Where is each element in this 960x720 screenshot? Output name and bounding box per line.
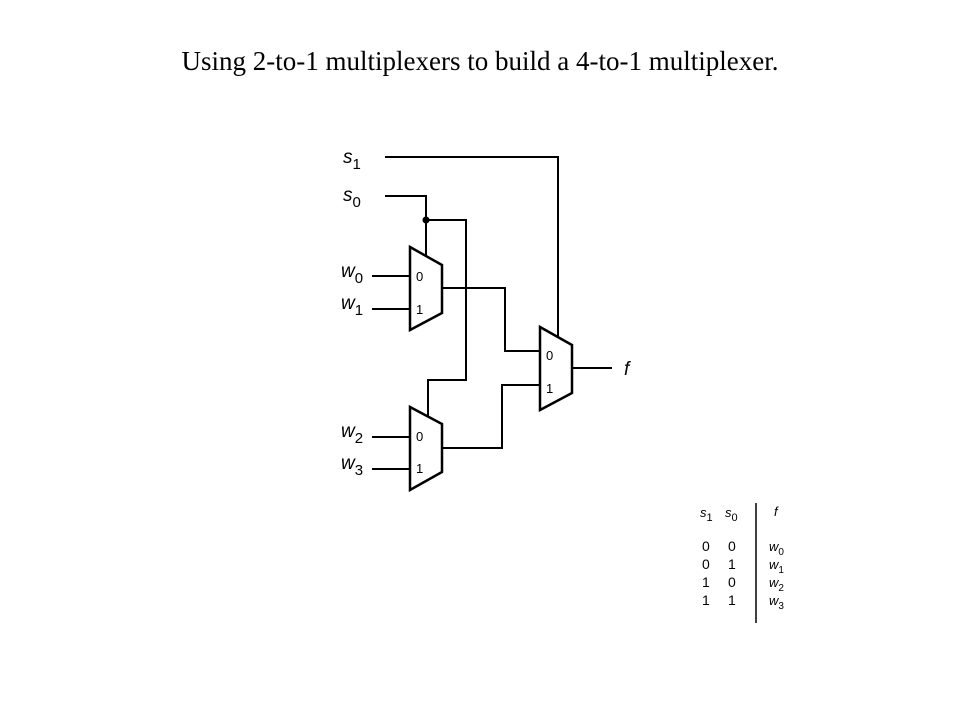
mux-upper-label-0: 0: [416, 269, 423, 284]
label-w1: w1: [341, 293, 363, 319]
wires: [372, 156, 612, 470]
truth-table-rows: 0 0 w0 0 1 w1 1 0 w2 1 1 w3: [702, 538, 784, 612]
mux-upper: 0 1: [408, 244, 444, 333]
mux-lower-body: [408, 404, 444, 493]
truth-table-cell-s1: 0: [702, 556, 710, 572]
truth-table-cell-f: w0: [769, 539, 784, 558]
wire-mux-a-out: [442, 287, 540, 352]
truth-table-cell-s1: 1: [702, 574, 710, 590]
truth-table-cell-s0: 1: [728, 592, 736, 608]
mux-lower: 0 1: [408, 404, 444, 493]
truth-table-header-s1: s1: [700, 505, 713, 524]
truth-table-cell-s1: 0: [702, 538, 710, 554]
mux-output-label-1: 1: [546, 381, 553, 396]
truth-table-cell-s0: 1: [728, 556, 736, 572]
mux-output: 0 1: [538, 324, 574, 413]
wire-mux-b-out: [442, 384, 540, 449]
label-w0: w0: [341, 261, 363, 287]
truth-table-cell-s0: 0: [728, 574, 736, 590]
truth-table: s1 s0 f 0 0 w0 0 1 w1 1 0 w2 1 1 w3: [700, 503, 784, 623]
page-title: Using 2-to-1 multiplexers to build a 4-t…: [181, 46, 779, 76]
truth-table-cell-f: w2: [769, 575, 784, 594]
mux-lower-label-1: 1: [416, 461, 423, 476]
truth-table-cell-s0: 0: [728, 538, 736, 554]
wire-s1: [385, 156, 559, 345]
label-w3: w3: [341, 453, 363, 479]
label-f: f: [624, 359, 631, 380]
mux-upper-label-1: 1: [416, 302, 423, 317]
wire-s0: [385, 195, 427, 264]
truth-table-header-s0: s0: [725, 505, 738, 524]
wire-s0-branch: [426, 219, 467, 424]
label-s0: s0: [343, 185, 361, 211]
truth-table-cell-f: w1: [769, 557, 784, 576]
mux-output-label-0: 0: [546, 348, 553, 363]
junction-dot: [422, 216, 430, 224]
mux-lower-label-0: 0: [416, 429, 423, 444]
mux-upper-body: [408, 244, 444, 333]
truth-table-cell-s1: 1: [702, 592, 710, 608]
truth-table-cell-f: w3: [769, 593, 784, 612]
mux-output-body: [538, 324, 574, 413]
label-s1: s1: [343, 147, 361, 173]
label-w2: w2: [341, 421, 363, 447]
circuit-labels: s1 s0 w0 w1 w2 w3 f: [341, 147, 631, 479]
truth-table-header-f: f: [774, 504, 779, 519]
